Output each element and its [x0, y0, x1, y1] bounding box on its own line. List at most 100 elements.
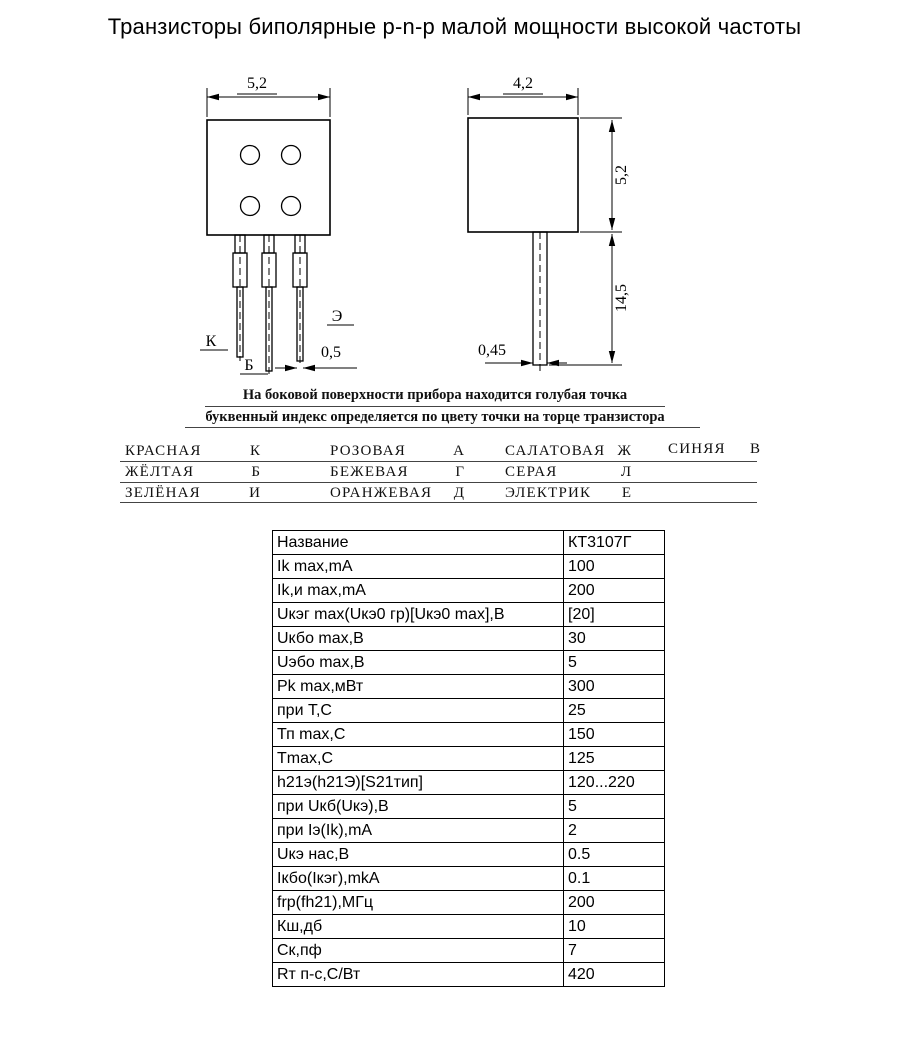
param-value: 200 [563, 890, 665, 915]
legend-item: СИНЯЯ В [668, 441, 760, 460]
table-row: Кш,дб 10 [272, 914, 665, 939]
table-row: Тп max,С 150 [272, 722, 665, 747]
color-code-letter: Ж [617, 443, 631, 459]
color-name: СИНЯЯ [668, 441, 726, 457]
param-label: Ск,пф [272, 938, 564, 963]
param-value: 10 [563, 914, 665, 939]
color-name: ОРАНЖЕВАЯ [330, 485, 433, 501]
color-name: ЗЕЛЁНАЯ [125, 485, 201, 501]
table-row: Uкэг max(Uкэ0 гр)[Uкэ0 max],В [20] [272, 602, 665, 627]
param-value: 420 [563, 962, 665, 987]
package-hole [239, 195, 261, 217]
front-package-body [206, 119, 331, 236]
color-code-letter: Л [620, 464, 631, 480]
param-value: 25 [563, 698, 665, 723]
param-label: при Iэ(Ik),mA [272, 818, 564, 843]
param-label: Кш,дб [272, 914, 564, 939]
param-label: при Т,С [272, 698, 564, 723]
divider [120, 502, 757, 503]
param-value: 200 [563, 578, 665, 603]
param-value: 5 [563, 650, 665, 675]
color-code-letter: Б [251, 464, 260, 480]
divider [120, 461, 757, 462]
table-row: при Iэ(Ik),mA 2 [272, 818, 665, 843]
color-code-letter: К [249, 443, 260, 459]
param-value: [20] [563, 602, 665, 627]
table-row: при Uкб(Uкэ),В 5 [272, 794, 665, 819]
param-value: КТ3107Г [563, 530, 665, 555]
base-lead [261, 234, 277, 375]
divider [120, 482, 757, 483]
color-name: САЛАТОВАЯ [505, 443, 606, 459]
legend-item: ЖЁЛТАЯ Б [125, 464, 260, 483]
param-label: h21э(h21Э)[S21тип] [272, 770, 564, 795]
param-value: 7 [563, 938, 665, 963]
param-label: Тп max,С [272, 722, 564, 747]
param-label: Uэбо max,В [272, 650, 564, 675]
front-lead-width-dim-label: 0,5 [321, 344, 341, 361]
table-row: frp(fh21),МГц 200 [272, 890, 665, 915]
legend-item: ЭЛЕКТРИК Е [505, 485, 631, 504]
table-row: Название КТ3107Г [272, 530, 665, 555]
color-name: РОЗОВАЯ [330, 443, 407, 459]
package-hole [280, 144, 302, 166]
param-label: Название [272, 530, 564, 555]
side-height-dim-label: 5,2 [613, 165, 630, 185]
param-label: Ik,и max,mA [272, 578, 564, 603]
table-row: при Т,С 25 [272, 698, 665, 723]
note-line-1: На боковой поверхности прибора находится… [242, 387, 628, 403]
color-code-letter: Е [621, 485, 631, 501]
param-label: frp(fh21),МГц [272, 890, 564, 915]
legend-item: САЛАТОВАЯ Ж [505, 443, 631, 462]
param-value: 125 [563, 746, 665, 771]
param-label: Iкбо(Iкэг),mkA [272, 866, 564, 891]
color-code-letter: А [453, 443, 464, 459]
page-title: Транзисторы биполярные p-n-p малой мощно… [107, 14, 802, 39]
param-label: Uкбо max,В [272, 626, 564, 651]
table-row: Rт п-с,С/Вт 420 [272, 962, 665, 987]
param-value: 150 [563, 722, 665, 747]
side-lead-length-dim-label: 14,5 [613, 284, 630, 312]
color-code-letter: И [249, 485, 260, 501]
color-name: СЕРАЯ [505, 464, 558, 480]
table-row: Uкэ нас,В 0.5 [272, 842, 665, 867]
side-lead [532, 231, 548, 373]
legend-item: КРАСНАЯ К [125, 443, 260, 462]
param-value: 2 [563, 818, 665, 843]
package-hole [239, 144, 261, 166]
param-value: 100 [563, 554, 665, 579]
param-value: 0.5 [563, 842, 665, 867]
table-row: Ск,пф 7 [272, 938, 665, 963]
param-label: Ik max,mA [272, 554, 564, 579]
param-value: 300 [563, 674, 665, 699]
legend-item: ОРАНЖЕВАЯ Д [330, 485, 464, 504]
base-pin-label: Б [244, 357, 253, 374]
color-code-letter: Д [453, 485, 464, 501]
table-row: Ik max,mA 100 [272, 554, 665, 579]
collector-pin-label: К [206, 333, 217, 350]
color-name: ЭЛЕКТРИК [505, 485, 592, 501]
legend-item: БЕЖЕВАЯ Г [330, 464, 464, 483]
legend-item: РОЗОВАЯ А [330, 443, 464, 462]
param-label: Uкэ нас,В [272, 842, 564, 867]
table-row: Pk max,мВт 300 [272, 674, 665, 699]
color-code-legend: КРАСНАЯ К РОЗОВАЯ А САЛАТОВАЯ Ж СИНЯЯ В … [120, 440, 765, 510]
front-width-dim-label: 5,2 [247, 75, 267, 92]
package-hole [280, 195, 302, 217]
legend-item: ЗЕЛЁНАЯ И [125, 485, 260, 504]
color-name: КРАСНАЯ [125, 443, 202, 459]
emitter-pin-label: Э [332, 308, 343, 325]
color-name: БЕЖЕВАЯ [330, 464, 409, 480]
color-code-letter: Г [455, 464, 464, 480]
collector-lead [232, 234, 248, 361]
divider [205, 406, 665, 407]
front-view-drawing: 5,2 [200, 75, 357, 375]
table-row: h21э(h21Э)[S21тип] 120...220 [272, 770, 665, 795]
emitter-lead [292, 234, 308, 365]
param-value: 0.1 [563, 866, 665, 891]
param-label: Pk max,мВт [272, 674, 564, 699]
param-label: при Uкб(Uкэ),В [272, 794, 564, 819]
param-value: 120...220 [563, 770, 665, 795]
package-drawings: 5,2 [200, 75, 630, 375]
